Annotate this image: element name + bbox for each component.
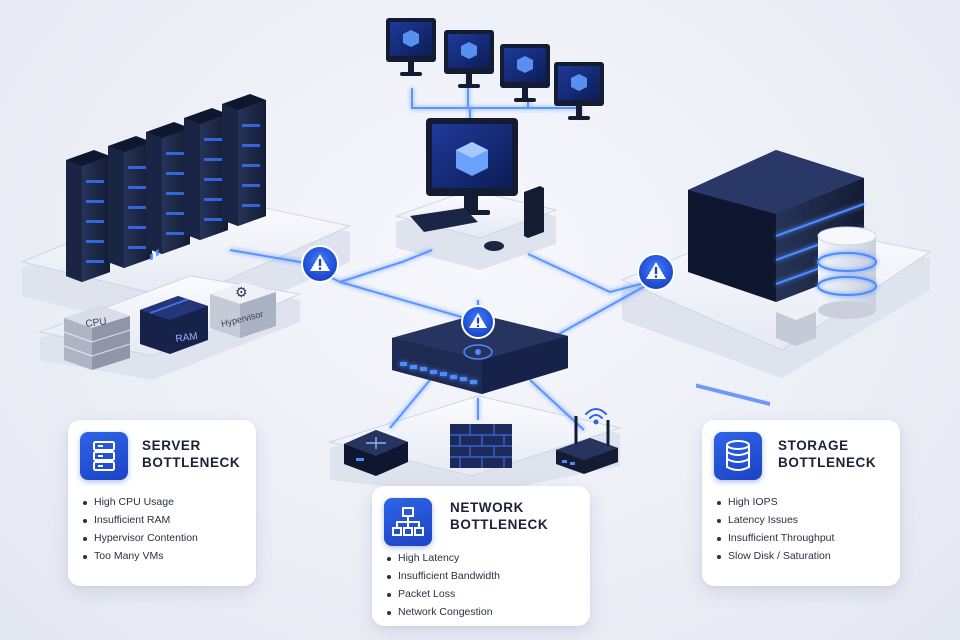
disk-stack bbox=[817, 226, 877, 319]
ram-component bbox=[140, 249, 208, 354]
list-item: High IOPS bbox=[716, 493, 834, 511]
workstation bbox=[410, 118, 544, 251]
database-icon bbox=[714, 432, 762, 480]
wifi-icon bbox=[585, 408, 607, 425]
list-item: Insufficient RAM bbox=[82, 511, 198, 529]
ram-label: RAM bbox=[175, 331, 199, 345]
server-rack bbox=[146, 122, 190, 254]
network-topology-icon bbox=[384, 498, 432, 546]
server-bottleneck-card: SERVER BOTTLENECK High CPU Usage Insuffi… bbox=[68, 420, 256, 586]
storage-card-title: STORAGE BOTTLENECK bbox=[778, 437, 876, 471]
monitor bbox=[500, 44, 550, 102]
server-rack-icon bbox=[80, 432, 128, 480]
warning-triangle-icon bbox=[637, 253, 675, 291]
warning-triangle-icon bbox=[301, 245, 339, 283]
list-item: Insufficient Throughput bbox=[716, 529, 834, 547]
list-item: High Latency bbox=[386, 549, 500, 567]
storage-bottleneck-card: STORAGE BOTTLENECK High IOPS Latency Iss… bbox=[702, 420, 900, 586]
storage-issue-list: High IOPS Latency Issues Insufficient Th… bbox=[716, 493, 834, 565]
warning-triangle-icon bbox=[461, 305, 495, 339]
hypervisor-component bbox=[210, 282, 276, 338]
list-item: High CPU Usage bbox=[82, 493, 198, 511]
server-rack bbox=[184, 108, 228, 240]
wireless-router bbox=[556, 416, 618, 474]
router bbox=[344, 430, 408, 476]
storage-title-line2: BOTTLENECK bbox=[778, 455, 877, 470]
server-rack bbox=[222, 94, 266, 226]
gear-icon: ⚙ bbox=[235, 285, 248, 301]
storage-title-line1: STORAGE bbox=[778, 438, 849, 453]
list-item: Too Many VMs bbox=[82, 547, 198, 565]
server-title-line1: SERVER bbox=[142, 438, 201, 453]
server-racks bbox=[66, 94, 266, 282]
list-item: Latency Issues bbox=[716, 511, 834, 529]
network-bottleneck-card: NETWORK BOTTLENECK High Latency Insuffic… bbox=[372, 486, 590, 626]
server-card-title: SERVER BOTTLENECK bbox=[142, 437, 240, 471]
list-item: Network Congestion bbox=[386, 603, 500, 621]
network-title-line1: NETWORK bbox=[450, 500, 524, 515]
monitor bbox=[386, 18, 436, 76]
list-item: Insufficient Bandwidth bbox=[386, 567, 500, 585]
monitor bbox=[444, 30, 494, 88]
firewall bbox=[450, 424, 512, 468]
cpu-label: CPU bbox=[85, 316, 107, 330]
client-monitors bbox=[386, 18, 604, 120]
list-item: Packet Loss bbox=[386, 585, 500, 603]
storage-node-cube bbox=[776, 304, 816, 346]
network-card-title: NETWORK BOTTLENECK bbox=[450, 499, 548, 533]
monitor bbox=[554, 62, 604, 120]
network-title-line2: BOTTLENECK bbox=[450, 517, 549, 532]
list-item: Hypervisor Contention bbox=[82, 529, 198, 547]
cpu-component bbox=[63, 306, 131, 370]
server-rack bbox=[108, 136, 152, 268]
list-item: Slow Disk / Saturation bbox=[716, 547, 834, 565]
network-issue-list: High Latency Insufficient Bandwidth Pack… bbox=[386, 549, 500, 621]
network-switch bbox=[392, 314, 568, 394]
server-title-line2: BOTTLENECK bbox=[142, 455, 241, 470]
server-issue-list: High CPU Usage Insufficient RAM Hypervis… bbox=[82, 493, 198, 565]
server-rack bbox=[66, 150, 110, 282]
